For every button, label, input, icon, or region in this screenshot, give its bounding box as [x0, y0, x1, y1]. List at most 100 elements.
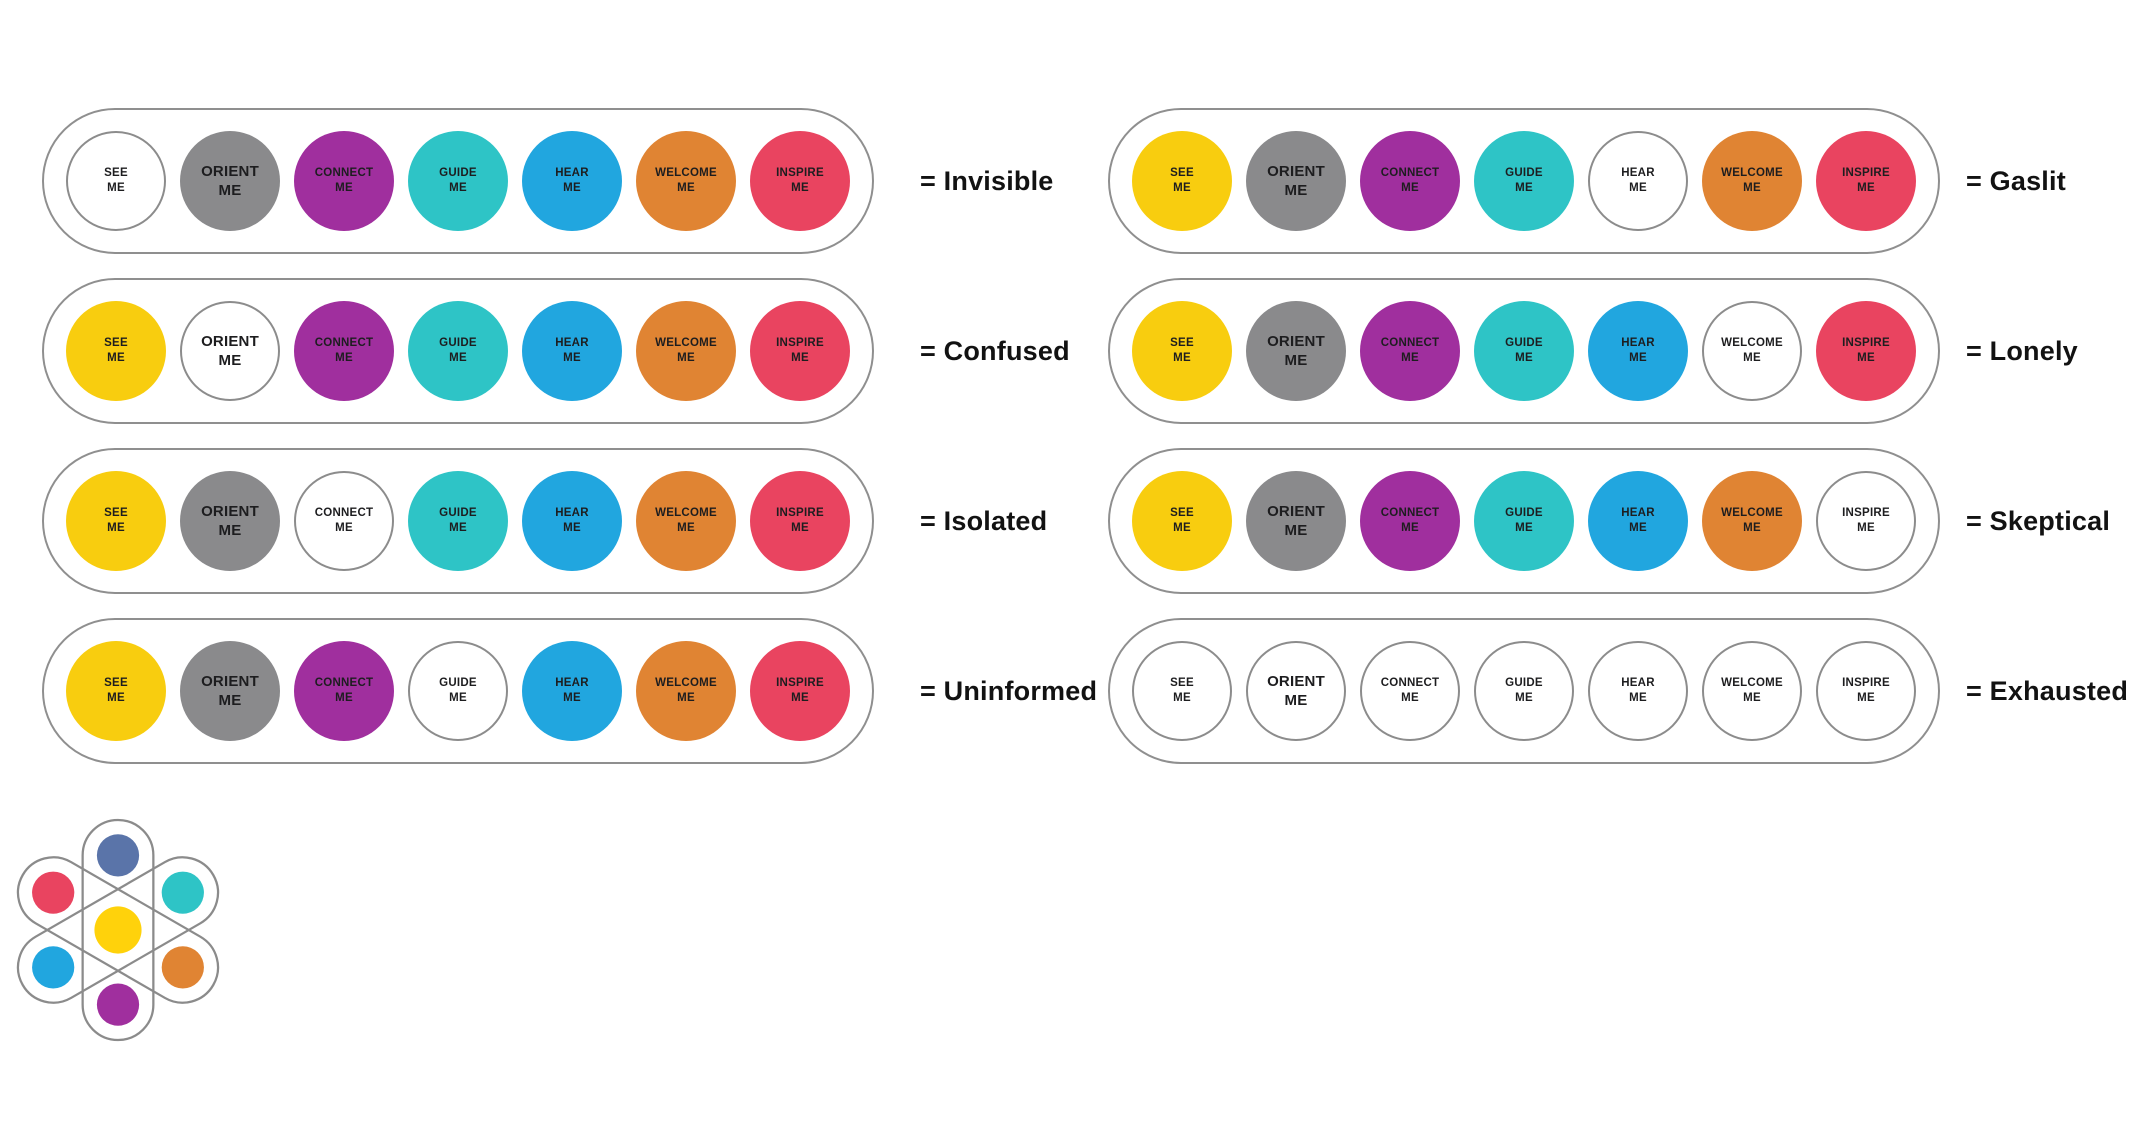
stage-label-line: ME — [449, 182, 467, 194]
journey-flower-logo-svg — [16, 818, 220, 1042]
stage-circle-guide: GUIDE ME — [1474, 471, 1574, 571]
stage-label-line: SEE — [104, 507, 128, 520]
stage-label-line: ME — [335, 692, 353, 704]
stage-label-line: CONNECT — [314, 677, 374, 690]
stage-circle-connect: CONNECT ME — [294, 641, 394, 741]
logo-purple-circle — [96, 983, 140, 1026]
stage-label-line: SEE — [1170, 337, 1194, 350]
stage-label-line: ME — [1401, 522, 1419, 534]
stage-label-line: ME — [1515, 352, 1533, 364]
stage-label-line: INSPIRE — [776, 507, 824, 520]
stage-label-line: ME — [1743, 522, 1761, 534]
stage-label-line: ME — [1284, 352, 1308, 369]
stage-label-line: WELCOME — [655, 507, 717, 520]
stage-label-line: ME — [449, 692, 467, 704]
stage-label-line: ME — [1857, 522, 1875, 534]
journey-flower-logo — [8, 815, 228, 1045]
stage-label-line: ME — [1515, 522, 1533, 534]
stage-label-line: ME — [1401, 182, 1419, 194]
stage-label-line: GUIDE — [439, 507, 477, 520]
stage-label-line: CONNECT — [314, 337, 374, 350]
stage-label-line: CONNECT — [314, 167, 374, 180]
stage-label-line: ME — [1857, 692, 1875, 704]
row-equals-label: = Gaslit — [1966, 165, 2066, 196]
stage-circle-see: SEE ME — [1132, 301, 1232, 401]
row-equals-label: = Isolated — [920, 505, 1048, 536]
stage-label-line: GUIDE — [439, 337, 477, 350]
stage-label-line: SEE — [1170, 507, 1194, 520]
stage-label-line: ME — [1173, 352, 1191, 364]
stage-label-line: WELCOME — [1721, 167, 1783, 180]
stage-label-line: ME — [677, 692, 695, 704]
stage-label-line: GUIDE — [1505, 337, 1543, 350]
stage-circle-guide: GUIDE ME — [1474, 301, 1574, 401]
stage-label-line: GUIDE — [1505, 507, 1543, 520]
stage-label-line: ME — [107, 692, 125, 704]
stage-label-line: ME — [218, 352, 242, 369]
stage-label-line: ME — [1629, 182, 1647, 194]
stage-label-line: ME — [1629, 352, 1647, 364]
stage-label-line: INSPIRE — [776, 677, 824, 690]
stage-label-line: ME — [563, 692, 581, 704]
stage-label-line: ME — [218, 692, 242, 709]
stage-label-line: ME — [218, 522, 242, 539]
stage-label-line: ME — [791, 182, 809, 194]
stage-label-line: ME — [1629, 692, 1647, 704]
stage-label-line: ME — [1743, 352, 1761, 364]
stage-label-line: ME — [218, 182, 242, 199]
logo-stadium-ring — [81, 818, 155, 1042]
stage-label-line: ORIENT — [1267, 162, 1325, 180]
stage-label-line: WELCOME — [655, 677, 717, 690]
stage-label-line: SEE — [1170, 677, 1194, 690]
stage-label-line: ME — [1401, 352, 1419, 364]
stage-label-line: ME — [1857, 182, 1875, 194]
stage-label-line: ME — [1743, 182, 1761, 194]
stage-label-line: INSPIRE — [776, 337, 824, 350]
stage-label-line: ME — [1629, 522, 1647, 534]
stage-label-line: HEAR — [555, 507, 589, 520]
stage-label-line: ORIENT — [201, 162, 259, 180]
stage-label-line: ME — [449, 522, 467, 534]
stage-label-line: WELCOME — [1721, 677, 1783, 690]
stage-label-line: HEAR — [1621, 337, 1655, 350]
stage-label-line: GUIDE — [439, 167, 477, 180]
stage-label-line: WELCOME — [655, 337, 717, 350]
stage-circle-guide: GUIDE ME — [408, 131, 508, 231]
logo-yellow-circle — [94, 906, 142, 954]
stage-label-line: GUIDE — [1505, 167, 1543, 180]
stage-label-line: GUIDE — [1505, 677, 1543, 690]
stage-label-line: SEE — [104, 167, 128, 180]
logo-stadium-ring — [16, 856, 220, 1004]
stage-circle-guide: GUIDE ME — [408, 471, 508, 571]
stage-label-line: ORIENT — [201, 672, 259, 690]
